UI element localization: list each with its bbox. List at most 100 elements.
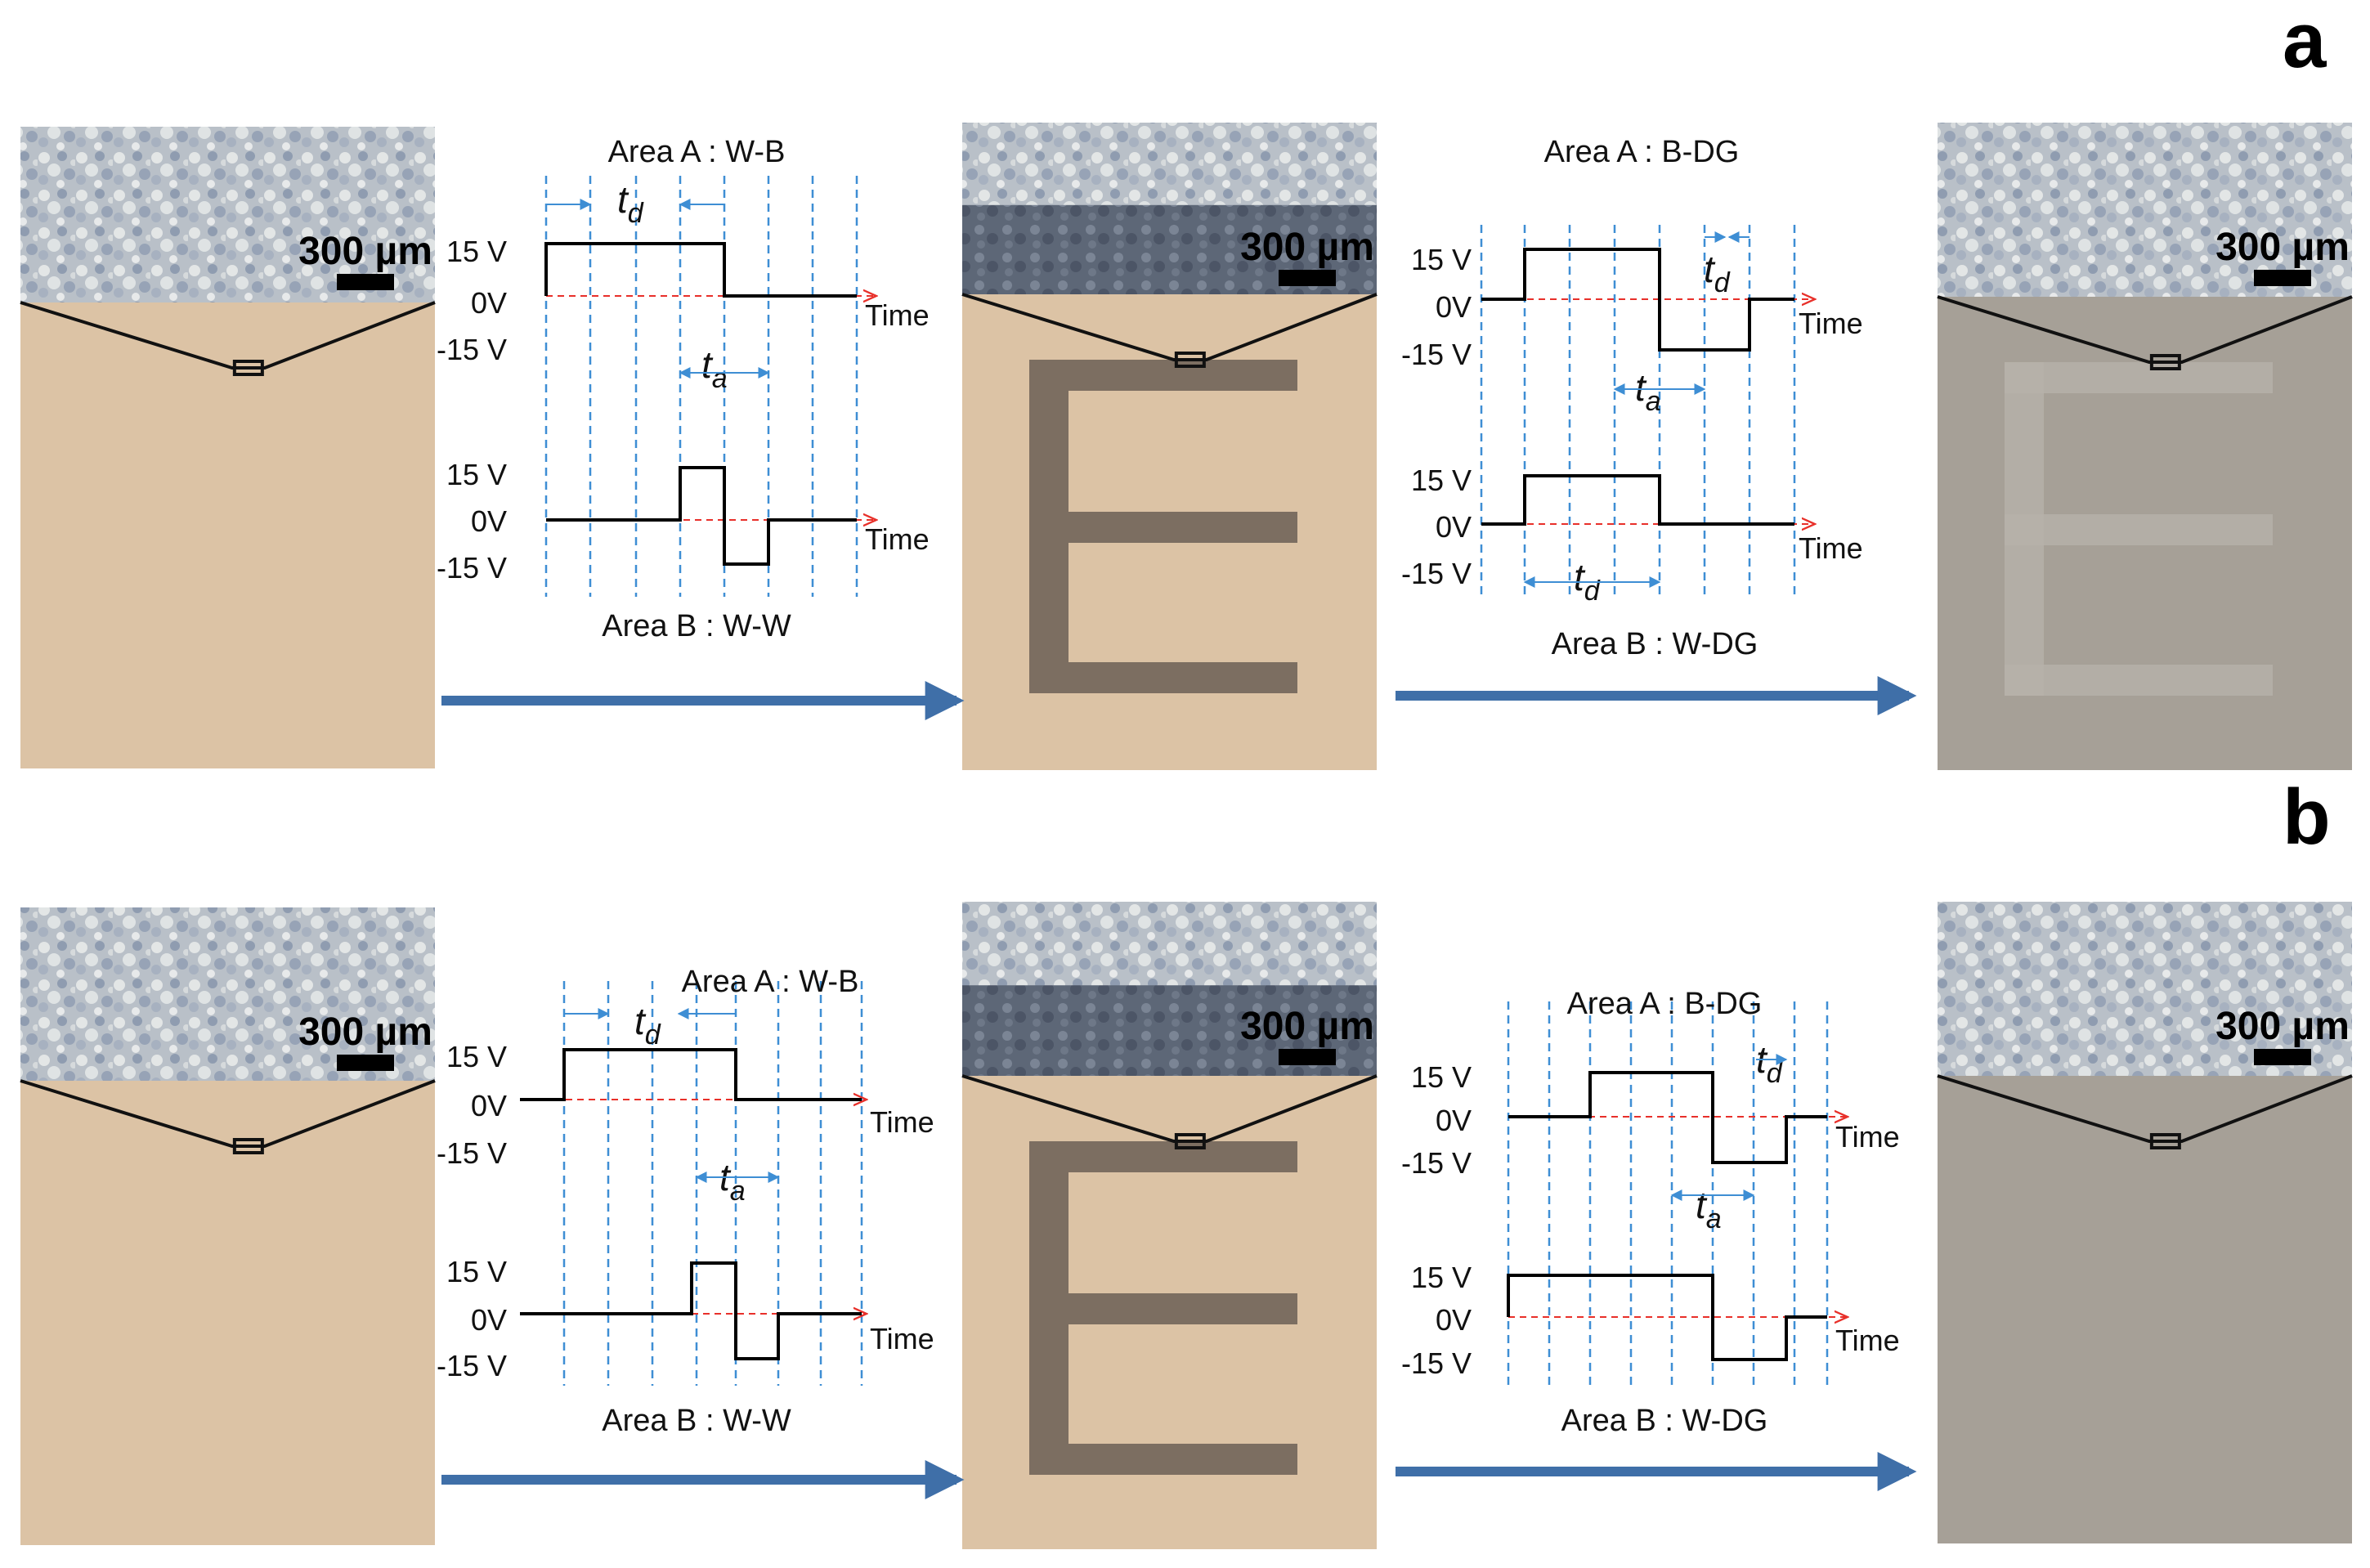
area-b-15v-label: 15 V (1411, 1261, 1472, 1294)
pixel-panel-a-mid: 300 µm (961, 123, 1378, 770)
scale-bar (2254, 1049, 2311, 1065)
area-b-waveform (520, 1261, 862, 1360)
area-b-minus15v-label: -15 V (1401, 557, 1472, 590)
letter-e-middle-bar (1029, 512, 1297, 543)
scale-bar (337, 1055, 394, 1071)
letter-e-middle-bar (1029, 1293, 1297, 1324)
area-b-minus15v-label: -15 V (437, 1349, 507, 1382)
pixel-panel-b-final: 300 µm (1937, 902, 2353, 1543)
area-b-minus15v-label: -15 V (437, 551, 507, 585)
time-axis-label-top: Time (865, 298, 930, 332)
area-b-0v-label: 0V (471, 504, 507, 538)
t-subscript: d (1767, 1058, 1783, 1089)
area-a-waveform (520, 1048, 862, 1101)
zoom-line (961, 1074, 1378, 1143)
area-a-15v-label: 15 V (446, 1040, 507, 1073)
time-axis-label-top: Time (870, 1105, 934, 1139)
zoom-box (232, 1138, 264, 1154)
area-a-title: Area A : W-B (608, 135, 786, 169)
area-b-title: Area B : W-W (602, 1404, 791, 1438)
t-symbol: t (634, 1000, 647, 1042)
t-subscript: a (712, 363, 728, 394)
area-b-15v-label: 15 V (1411, 464, 1472, 497)
waveform-diagrams: Area A : W-B Area B : W-W 15 V 0V -15 V Time 1… (437, 135, 1900, 1438)
letter-e-middle-bar (2005, 514, 2273, 545)
time-axis-label-bottom: Time (865, 522, 930, 556)
zoom-box (2149, 354, 2181, 370)
area-a-0v-label: 0V (471, 1089, 507, 1122)
time-axis-label-bottom: Time (870, 1322, 934, 1355)
td-label: td (1756, 1038, 1783, 1089)
scale-bar (1279, 270, 1336, 286)
td-label: td (617, 178, 644, 229)
area-a-0v-label: 0V (471, 286, 507, 320)
t-subscript: d (1714, 267, 1731, 298)
area-b-0v-label: 0V (1436, 510, 1472, 544)
panel-label-a: a (2283, 0, 2327, 84)
zoom-line (20, 1079, 436, 1148)
scale-bar-label: 300 µm (298, 1010, 432, 1054)
micrograph-inset (20, 127, 435, 302)
zoom-line (1937, 1074, 2353, 1143)
area-b-title: Area B : W-DG (1552, 627, 1758, 661)
pixel-area (20, 302, 435, 768)
t-symbol: t (1704, 248, 1716, 290)
scale-bar-label: 300 µm (2215, 226, 2350, 269)
pixel-area (1938, 1076, 2352, 1543)
td-label: td (634, 1000, 661, 1051)
area-a-title: Area A : W-B (682, 965, 859, 999)
letter-e-top-bar (1029, 360, 1297, 391)
td-label-secondary: td (1574, 556, 1601, 607)
zoom-line (961, 293, 1378, 361)
area-b-waveform (546, 466, 857, 566)
t-symbol: t (1635, 366, 1647, 409)
area-a-title: Area A : B-DG (1567, 987, 1763, 1021)
micrograph-inset (1938, 902, 2352, 1076)
area-a-minus15v-label: -15 V (437, 333, 507, 366)
ta-label: ta (1696, 1184, 1722, 1234)
pixel-panel-b-initial: 300 µm (20, 907, 436, 1545)
scale-bar-label: 300 µm (2215, 1005, 2350, 1048)
waveform-diagram-b-right: Area A : B-DG Area B : W-DG 15 V 0V -15 V Tim… (1401, 987, 1900, 1438)
area-b-0v-label: 0V (471, 1303, 507, 1337)
t-subscript: a (1706, 1203, 1722, 1234)
area-b-title: Area B : W-W (602, 609, 791, 643)
scale-bar-label: 300 µm (298, 230, 432, 273)
t-subscript: a (730, 1176, 746, 1207)
zoom-line (20, 301, 436, 370)
area-b-waveform (1507, 1274, 1827, 1361)
scale-bar (337, 274, 394, 290)
pixel-image-panels: 300 µm 300 µm 300 µm 300 µm 300 µm 300 µm (20, 123, 2353, 1549)
zoom-box (2149, 1133, 2181, 1149)
area-b-title: Area B : W-DG (1561, 1404, 1768, 1438)
area-a-minus15v-label: -15 V (1401, 338, 1472, 371)
letter-e-top-bar (2005, 362, 2273, 393)
td-label: td (1704, 248, 1731, 298)
letter-e-bottom-bar (1029, 1444, 1297, 1475)
area-a-15v-label: 15 V (1411, 1060, 1472, 1094)
area-a-0v-label: 0V (1436, 1104, 1472, 1137)
area-a-minus15v-label: -15 V (1401, 1146, 1472, 1180)
pixel-panel-a-initial: 300 µm (20, 127, 436, 768)
area-a-15v-label: 15 V (446, 235, 507, 268)
t-subscript: d (628, 198, 644, 229)
letter-e-bottom-bar (2005, 665, 2273, 696)
letter-e-bottom-bar (1029, 662, 1297, 693)
area-a-waveform (1508, 1071, 1827, 1164)
area-a-waveform (1481, 248, 1794, 352)
area-a-minus15v-label: -15 V (437, 1136, 507, 1170)
ta-label: ta (1635, 366, 1661, 417)
time-axis-label-top: Time (1799, 307, 1863, 340)
micrograph-inset (20, 907, 435, 1081)
scale-bar-label: 300 µm (1240, 226, 1374, 269)
time-axis-label-top: Time (1835, 1120, 1900, 1154)
ta-label: ta (701, 343, 728, 394)
scale-bar-label: 300 µm (1240, 1005, 1374, 1048)
zoom-box (1174, 352, 1206, 368)
pixel-panel-b-mid: 300 µm (961, 902, 1378, 1549)
pixel-area (20, 1081, 435, 1545)
t-subscript: a (1646, 386, 1661, 417)
